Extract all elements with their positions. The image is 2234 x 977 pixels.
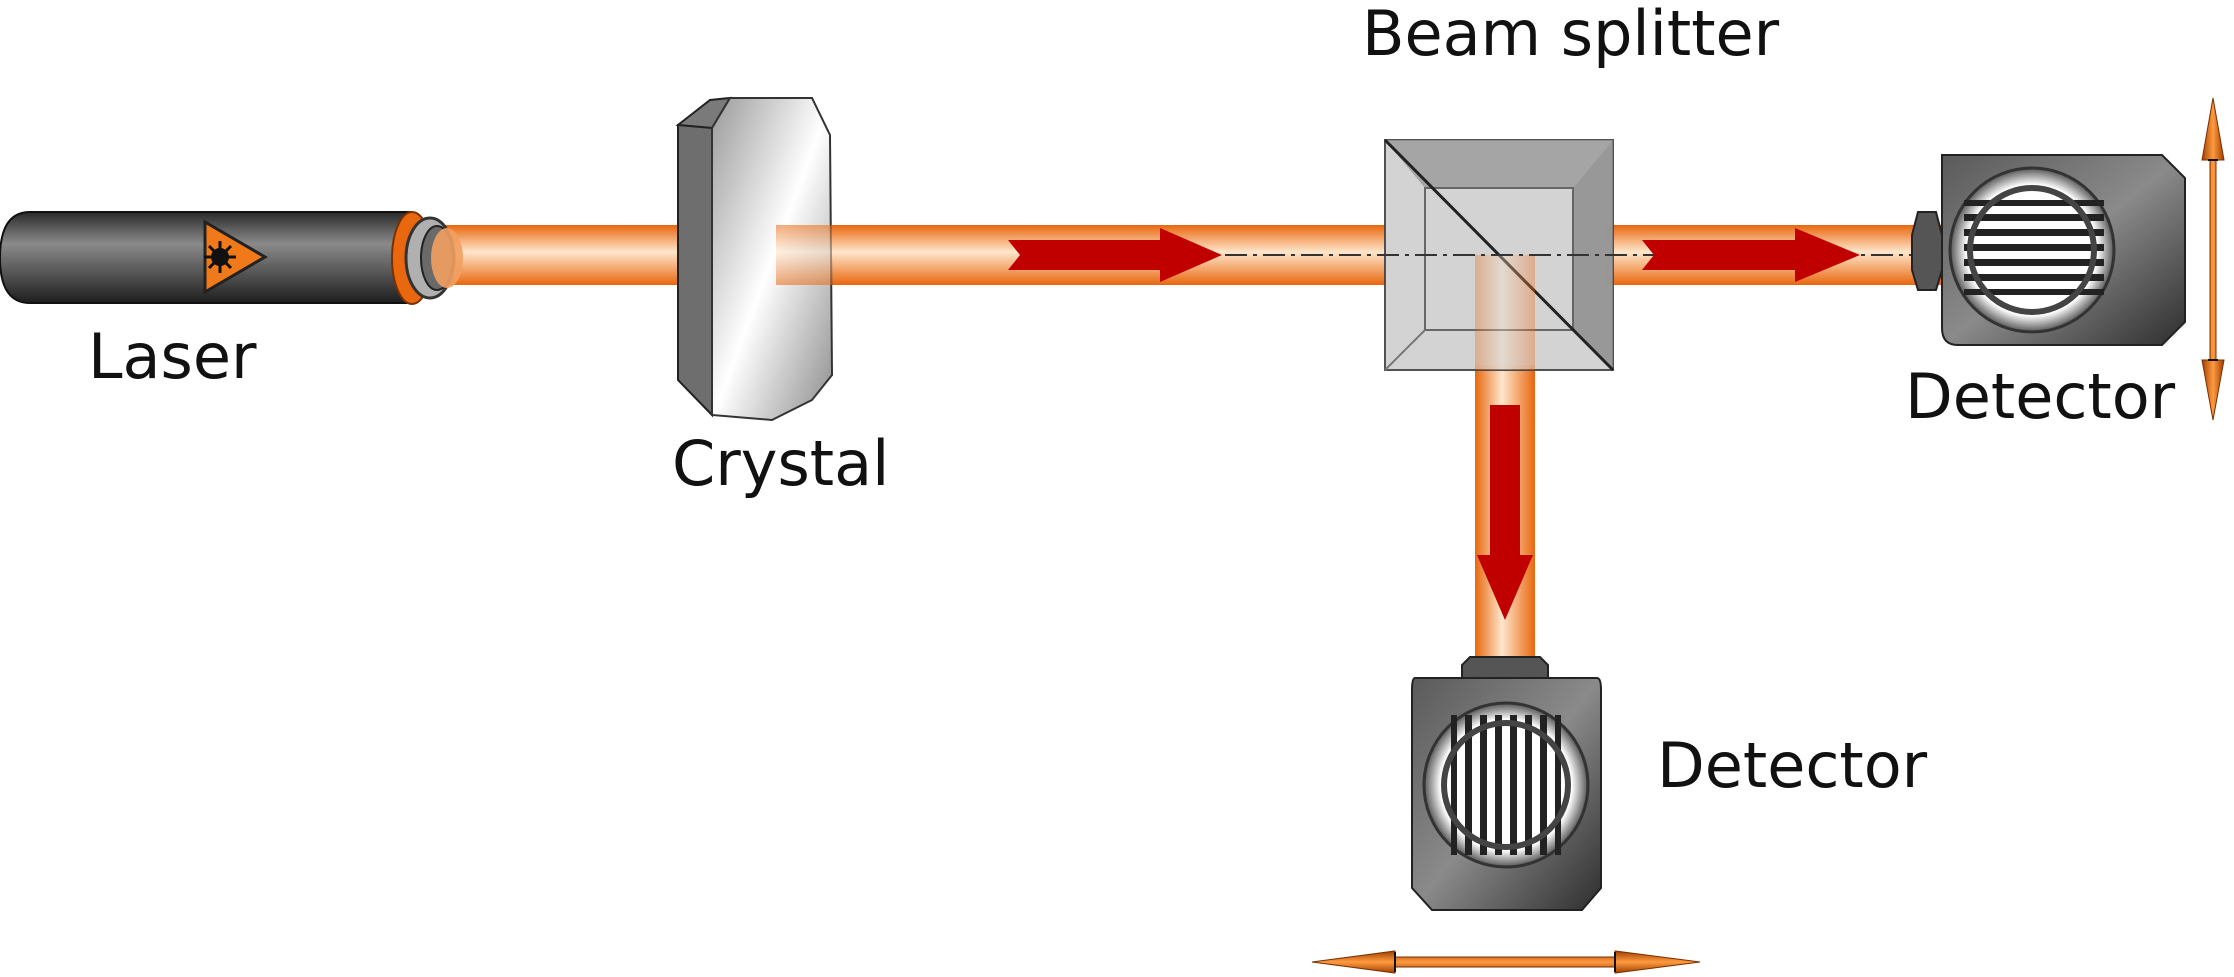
- crystal-label: Crystal: [672, 427, 889, 500]
- laser-warning-icon: [203, 219, 268, 295]
- laser: [0, 211, 463, 305]
- beam-inside-crystal: [776, 225, 832, 285]
- fringes-horizontal: [1964, 200, 2104, 295]
- fringes-vertical: [1451, 715, 1561, 855]
- beam-splitter-label: Beam splitter: [1362, 0, 1780, 70]
- detector-right: [1911, 154, 2186, 346]
- direction-arrow-1: [1008, 228, 1222, 282]
- detector-right-label: Detector: [1905, 360, 2176, 433]
- detector-bottom: [1411, 656, 1602, 911]
- detector-bottom-label: Detector: [1657, 729, 1928, 802]
- laser-label: Laser: [88, 320, 257, 393]
- double-arrow-vertical: [2201, 97, 2225, 421]
- double-arrow-horizontal: [1311, 950, 1701, 974]
- crystal: [675, 96, 834, 422]
- direction-arrow-2: [1642, 228, 1860, 282]
- beam-laser-to-crystal: [440, 225, 680, 285]
- direction-arrow-down: [1477, 405, 1533, 620]
